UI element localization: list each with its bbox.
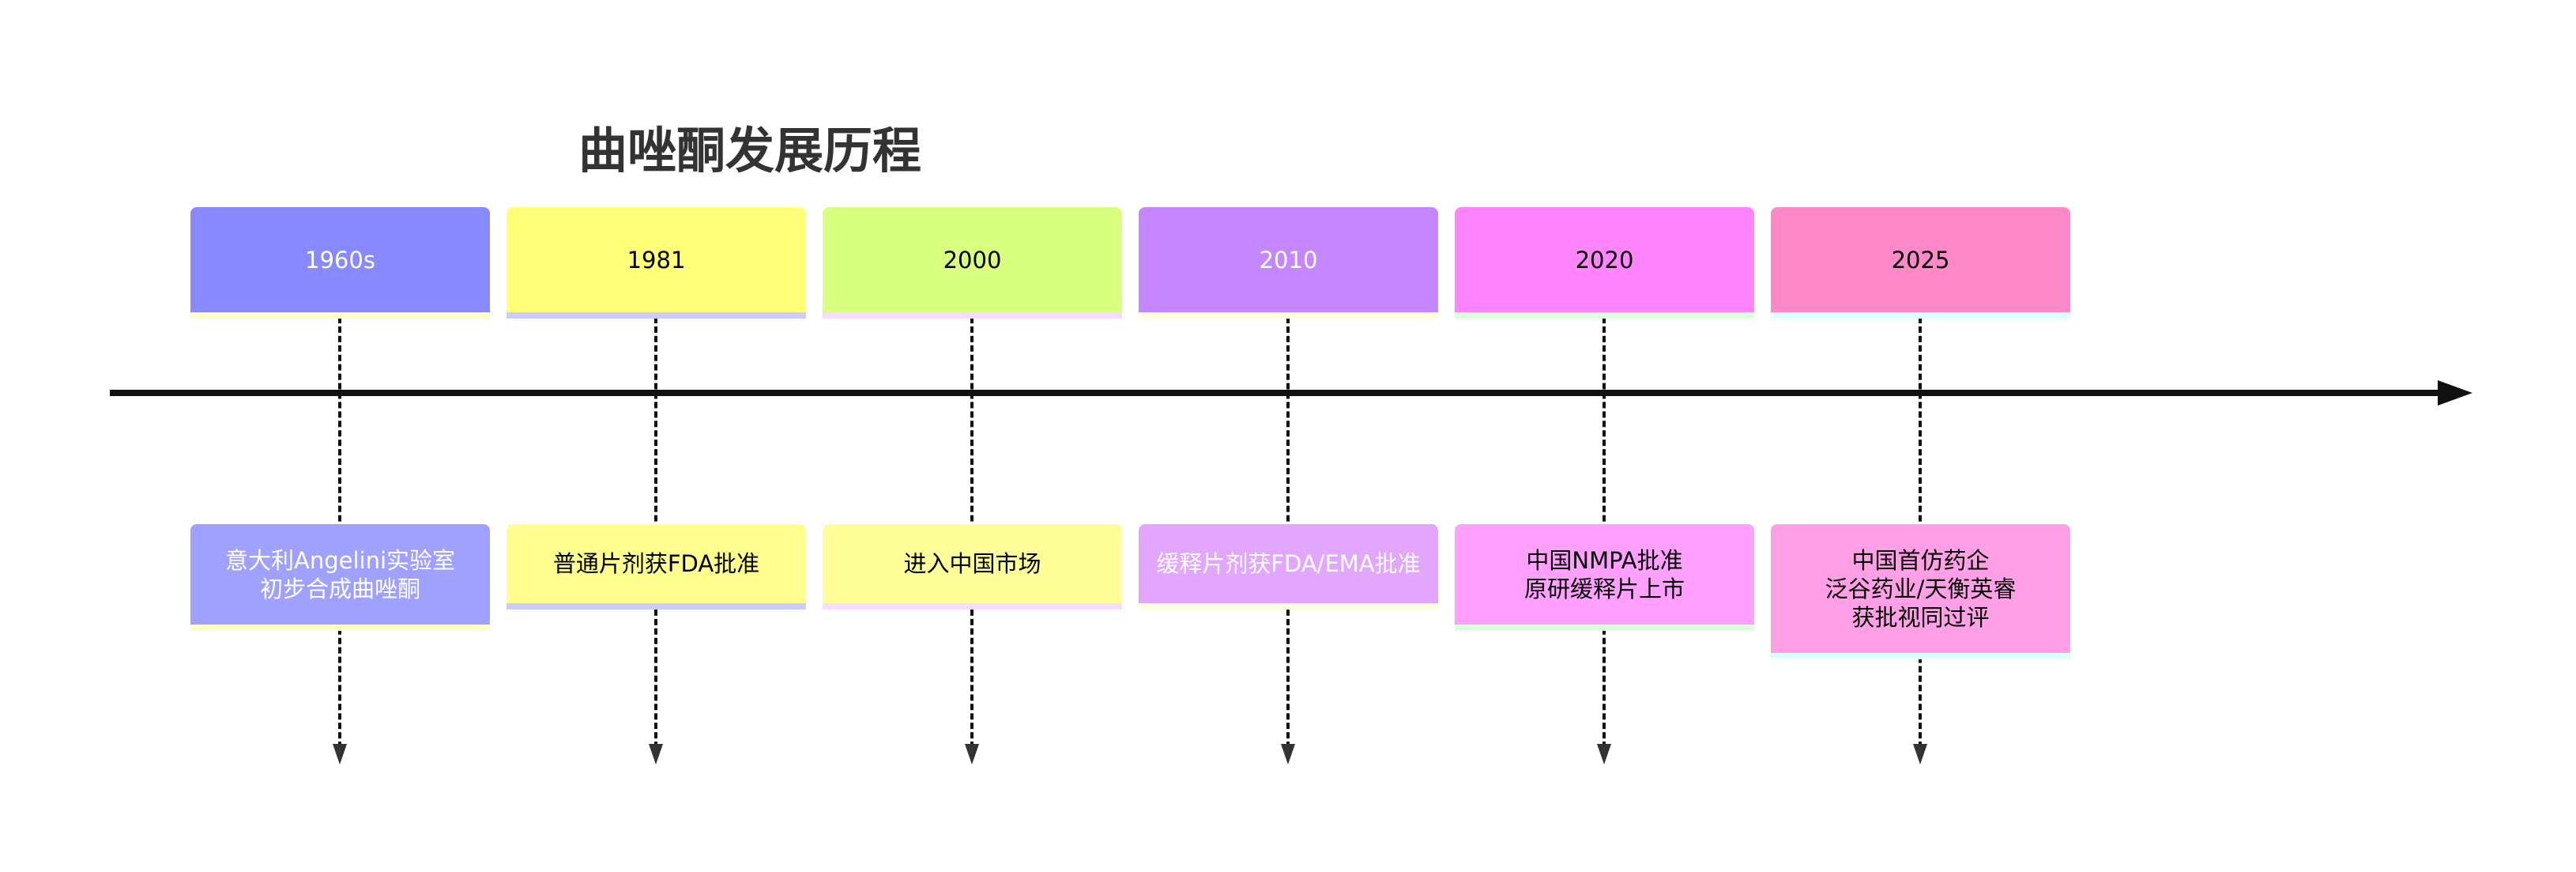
event-line: 缓释片剂获FDA/EMA批准 xyxy=(1156,550,1421,577)
year-card-accent xyxy=(1139,312,1438,319)
year-label: 2020 xyxy=(1575,246,1634,274)
year-card-1: 1981 xyxy=(507,207,806,312)
year-label: 2010 xyxy=(1259,246,1318,274)
event-card-0: 意大利Angelini实验室初步合成曲唑酮 xyxy=(190,524,490,625)
year-card-3: 2010 xyxy=(1139,207,1438,312)
year-card-4: 2020 xyxy=(1455,207,1754,312)
year-card-2: 2000 xyxy=(823,207,1122,312)
event-card-accent xyxy=(1771,653,2070,659)
arrow-down-icon xyxy=(965,744,979,764)
event-card-4: 中国NMPA批准原研缓释片上市 xyxy=(1455,524,1754,625)
arrow-down-icon xyxy=(1597,744,1611,764)
event-card-accent xyxy=(823,603,1122,610)
arrow-down-icon xyxy=(1913,744,1927,764)
event-line: 泛谷药业/天衡英睿 xyxy=(1825,575,2017,602)
year-label: 2025 xyxy=(1891,246,1950,274)
event-line: 中国首仿药企 xyxy=(1851,546,1990,574)
event-card-accent xyxy=(507,603,806,610)
event-text: 普通片剂获FDA批准 xyxy=(553,549,759,578)
timeline-axis xyxy=(110,390,2449,396)
event-card-accent xyxy=(1455,625,1754,631)
axis-arrowhead-icon xyxy=(2438,380,2472,406)
year-card-5: 2025 xyxy=(1771,207,2070,312)
arrow-down-icon xyxy=(649,744,663,764)
year-label: 1960s xyxy=(305,246,375,274)
year-card-0: 1960s xyxy=(190,207,490,312)
event-text: 进入中国市场 xyxy=(903,549,1041,578)
event-card-2: 进入中国市场 xyxy=(823,524,1122,603)
event-text: 缓释片剂获FDA/EMA批准 xyxy=(1156,549,1420,578)
event-text: 意大利Angelini实验室初步合成曲唑酮 xyxy=(225,546,455,603)
diagram-title: 曲唑酮发展历程 xyxy=(578,122,922,179)
event-text: 中国NMPA批准原研缓释片上市 xyxy=(1524,546,1685,603)
event-card-5: 中国首仿药企泛谷药业/天衡英睿获批视同过评 xyxy=(1771,524,2070,653)
year-card-accent xyxy=(1455,312,1754,319)
arrow-down-icon xyxy=(333,744,347,764)
event-line: 意大利Angelini实验室 xyxy=(224,546,456,574)
event-card-1: 普通片剂获FDA批准 xyxy=(507,524,806,603)
event-card-accent xyxy=(1139,603,1438,610)
event-card-3: 缓释片剂获FDA/EMA批准 xyxy=(1139,524,1438,603)
year-card-accent xyxy=(190,312,490,319)
event-line: 进入中国市场 xyxy=(903,550,1041,577)
year-label: 2000 xyxy=(943,246,1002,274)
event-line: 获批视同过评 xyxy=(1851,603,1990,631)
year-card-accent xyxy=(507,312,806,319)
event-text: 中国首仿药企泛谷药业/天衡英睿获批视同过评 xyxy=(1825,546,2017,632)
year-card-accent xyxy=(1771,312,2070,319)
event-card-accent xyxy=(190,625,490,631)
event-line: 初步合成曲唑酮 xyxy=(259,575,420,602)
event-line: 原研缓释片上市 xyxy=(1523,575,1685,602)
year-card-accent xyxy=(823,312,1122,319)
event-line: 中国NMPA批准 xyxy=(1526,546,1683,574)
year-label: 1981 xyxy=(627,246,686,274)
arrow-down-icon xyxy=(1281,744,1295,764)
event-line: 普通片剂获FDA批准 xyxy=(552,550,760,577)
